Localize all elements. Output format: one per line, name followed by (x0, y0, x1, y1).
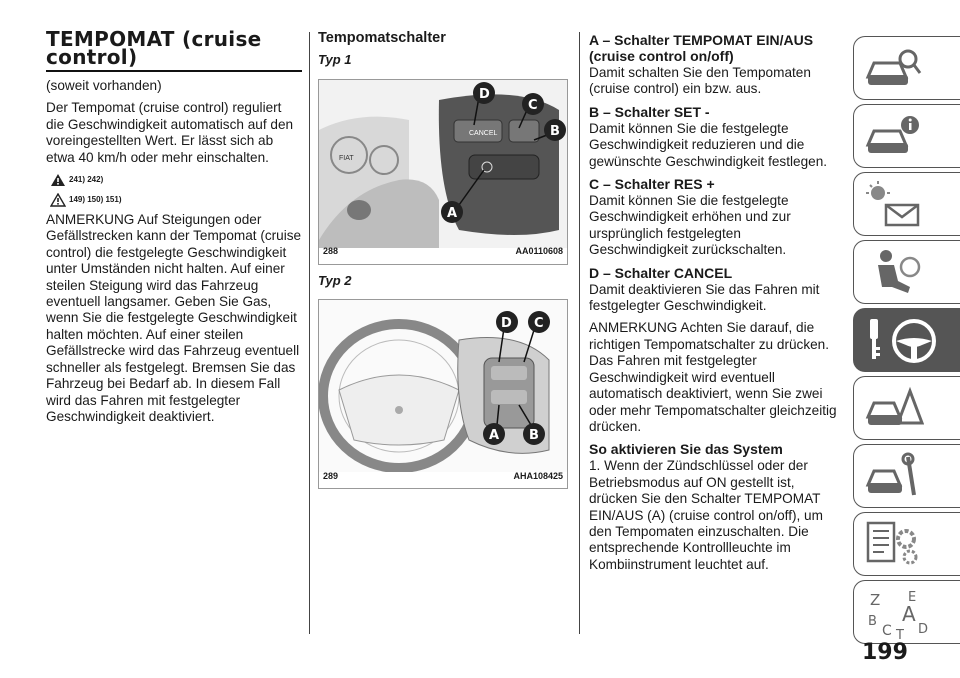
tab-car-info[interactable] (853, 104, 960, 168)
tab-dashboard-lights[interactable] (853, 172, 960, 236)
tab-car-warning-triangle[interactable] (853, 376, 960, 440)
index-letter-z: Z (870, 591, 880, 609)
column-divider-1 (309, 32, 310, 634)
title-rule (46, 70, 302, 72)
index-letter-c: C (882, 623, 892, 639)
type1-label: Typ 1 (318, 52, 352, 68)
index-letter-b: B (868, 614, 877, 629)
column-1: TEMPOMAT (cruise control) (soweit vorhan… (46, 27, 302, 431)
chapter-tabs: Z E A B C T D (853, 36, 960, 648)
steering-switch-type2-image: D C A B (318, 300, 567, 474)
button-a-heading: A – Schalter TEMPOMAT EIN/AUS (cruise co… (589, 32, 814, 64)
label-d-fig2: D (501, 316, 512, 331)
warning-ref-2: 149) 150) 151) (50, 192, 302, 208)
button-b-text: Damit können Sie die festgelegte Geschwi… (589, 120, 828, 169)
index-letter-e: E (908, 590, 916, 605)
figure-289-code: AHA108425 (513, 470, 563, 481)
column-divider-2 (579, 32, 580, 634)
label-b-fig1: B (550, 124, 560, 139)
tab-key-steering-wheel-active[interactable] (853, 308, 960, 372)
dashboard-lights-icon (866, 181, 920, 227)
warning-triangle-icon (51, 174, 65, 187)
figure-288-code: AA0110608 (515, 246, 563, 257)
label-a-fig1: A (447, 206, 457, 221)
label-a-fig2: A (489, 428, 499, 443)
figure-288-caption: 288 AA0110608 (323, 243, 563, 259)
button-d-heading: D – Schalter CANCEL (589, 264, 733, 281)
intro-text: Der Tempomat (cruise control) reguliert … (46, 100, 294, 165)
cancel-button-label: CANCEL (469, 130, 498, 137)
button-a-text: Damit schalten Sie den Tempomaten (cruis… (589, 65, 811, 97)
button-c-heading: C – Schalter RES + (589, 176, 715, 193)
column-3: A – Schalter TEMPOMAT EIN/AUS (cruise co… (589, 30, 841, 579)
section-subtitle: (soweit vorhanden) (46, 78, 162, 93)
tab-car-tools[interactable] (853, 444, 960, 508)
tab-alphabet-index[interactable]: Z E A B C T D (853, 580, 960, 644)
brand-logo: FIAT (339, 155, 354, 162)
note2-text: ANMERKUNG Achten Sie darauf, die richtig… (589, 320, 837, 434)
steering-switch-type1-image: CANCEL FIAT D C B A (319, 79, 567, 248)
index-letter-t: T (895, 628, 904, 641)
switches-heading: Tempomatschalter (318, 30, 446, 46)
index-letter-d: D (918, 622, 928, 637)
warning-ref-2-text: 149) 150) 151) (69, 194, 122, 204)
specs-gear-icon (866, 521, 918, 565)
label-c-fig2: C (534, 316, 544, 331)
label-d-fig1: D (479, 87, 490, 102)
index-letter-a: A (902, 602, 916, 626)
key-steering-wheel-icon (870, 319, 936, 363)
tab-seat-airbag[interactable] (853, 240, 960, 304)
warning-ref-1-text: 241) 242) (69, 174, 104, 184)
car-tools-icon (865, 452, 916, 496)
alphabet-index-icon: Z E A B C T D (868, 590, 928, 641)
activate-text: 1. Wenn der Zündschlüssel oder der Betri… (589, 458, 823, 572)
car-warning-triangle-icon (865, 386, 924, 425)
car-info-icon (865, 116, 919, 153)
caution-triangle-icon (50, 193, 66, 207)
activate-heading: So aktivieren Sie das System (589, 441, 783, 458)
tab-car-search[interactable] (853, 36, 960, 100)
label-c-fig1: C (528, 98, 538, 113)
figure-289: D C A B 289 AHA108425 (318, 299, 568, 490)
tab-specs-gear[interactable] (853, 512, 960, 576)
button-b-heading: B – Schalter SET - (589, 103, 710, 120)
figure-288-number: 288 (323, 246, 339, 257)
figure-289-caption: 289 AHA108425 (323, 468, 563, 484)
seat-airbag-icon (878, 250, 921, 293)
figure-289-number: 289 (323, 470, 339, 481)
figure-288: CANCEL FIAT D C B A 288 AA0110608 (318, 78, 568, 265)
car-search-icon (865, 49, 922, 85)
type2-label: Typ 2 (318, 272, 352, 288)
button-d-text: Damit deaktivieren Sie das Fahren mit fe… (589, 281, 820, 314)
button-c-text: Damit können Sie die festgelegte Geschwi… (589, 193, 791, 258)
label-b-fig2: B (529, 428, 539, 443)
column-2: Tempomatschalter Typ 1 CANCEL FIAT D C B (318, 30, 568, 490)
note-text: ANMERKUNG Auf Steigungen oder Gefällstre… (46, 212, 302, 424)
page-number: 199 (862, 640, 908, 665)
section-title: TEMPOMAT (cruise control) (46, 27, 262, 69)
warning-ref-1: 241) 242) (50, 172, 302, 188)
